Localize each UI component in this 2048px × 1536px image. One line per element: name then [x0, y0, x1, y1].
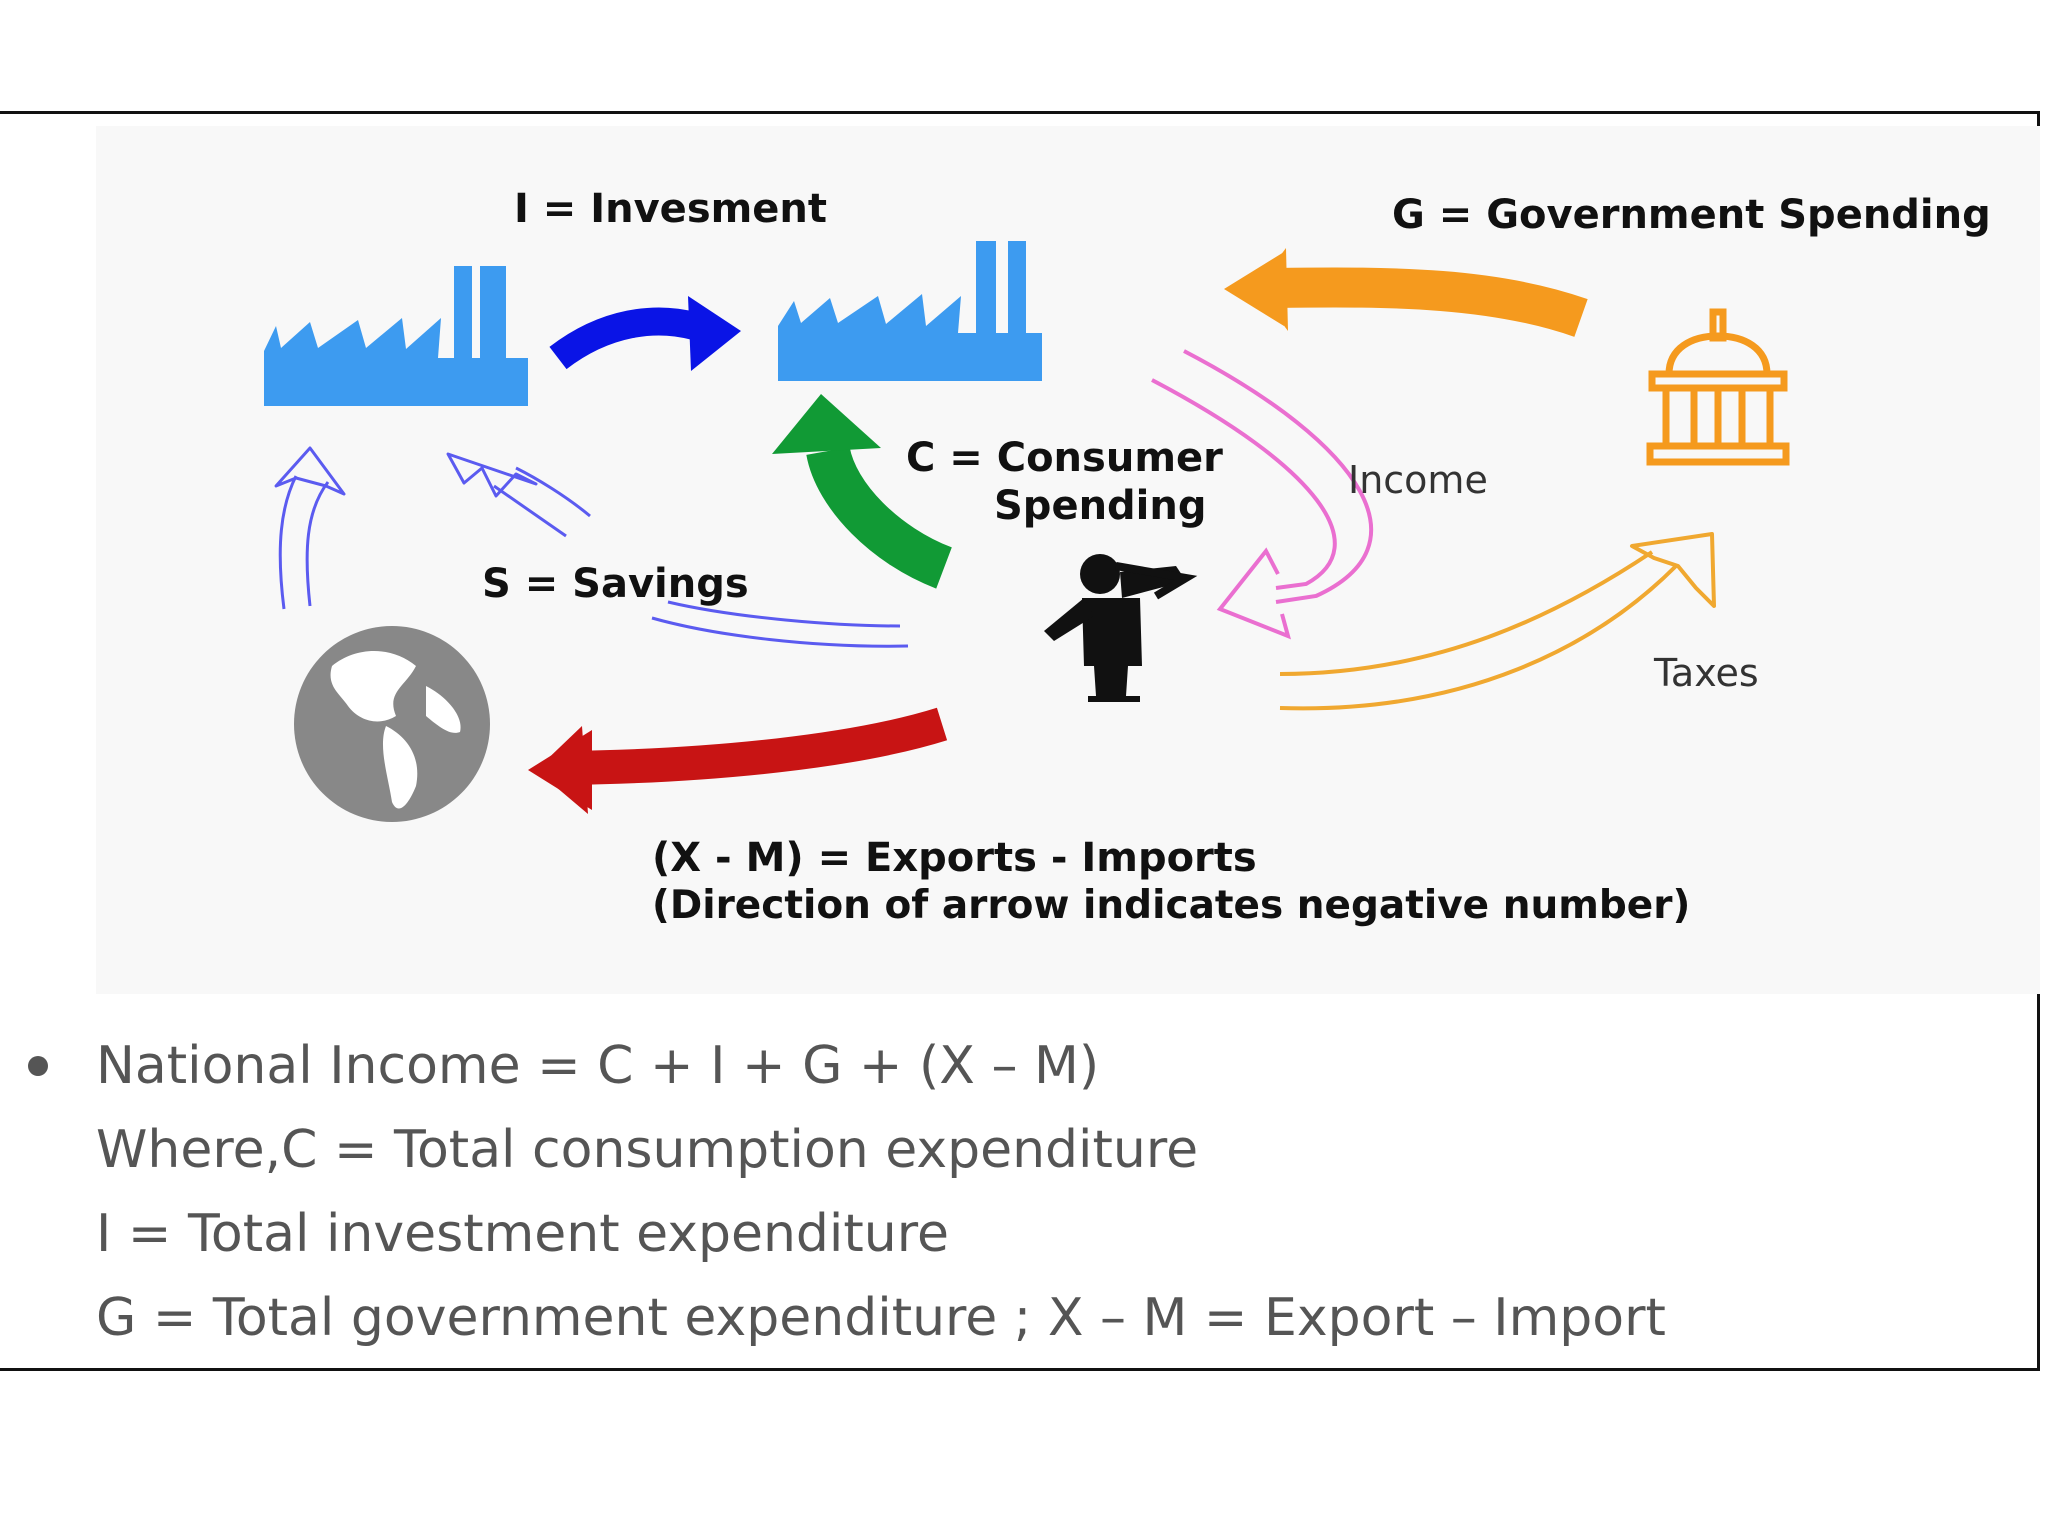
- investment-arrow: [549, 296, 741, 371]
- government-building-icon: [1646, 308, 1790, 466]
- circular-flow-diagram: I = Invesment G = Government Spending C …: [96, 126, 2040, 994]
- taxes-label: Taxes: [1654, 651, 1759, 695]
- globe-icon: [294, 626, 490, 822]
- notes-line: Where,C = Total consumption expenditure: [96, 1120, 1199, 1180]
- national-income-notes: National Income = C + I + G + (X – M) Wh…: [28, 1024, 2018, 1360]
- net-exports-label-line2: (Direction of arrow indicates negative n…: [652, 883, 1691, 928]
- person-icon: [1044, 554, 1198, 702]
- savings-arrow: [274, 446, 909, 648]
- net-exports-label-line1: (X - M) = Exports - Imports: [652, 835, 1257, 881]
- income-label: Income: [1348, 458, 1488, 502]
- notes-line: G = Total government expenditure ; X – M…: [96, 1288, 1666, 1348]
- factory-icon: [264, 266, 528, 406]
- savings-label: S = Savings: [482, 561, 749, 607]
- bullet-point: [28, 1056, 48, 1076]
- consumer-spending-label-line1: C = Consumer: [906, 435, 1223, 481]
- taxes-arrow: [1279, 532, 1716, 711]
- consumer-spending-arrow: [772, 394, 953, 589]
- net-exports-arrow: [528, 707, 948, 814]
- notes-line: I = Total investment expenditure: [96, 1204, 949, 1264]
- investment-label: I = Invesment: [514, 186, 828, 232]
- government-spending-arrow: [1224, 248, 1588, 337]
- factory-icon: [778, 241, 1042, 381]
- income-arrow: [1151, 349, 1373, 640]
- diagram-graphics: [264, 241, 1790, 822]
- slide-frame: I = Invesment G = Government Spending C …: [0, 111, 2040, 1371]
- notes-line: National Income = C + I + G + (X – M): [96, 1036, 1100, 1096]
- consumer-spending-label-line2: Spending: [994, 483, 1207, 529]
- government-spending-label: G = Government Spending: [1392, 192, 1991, 238]
